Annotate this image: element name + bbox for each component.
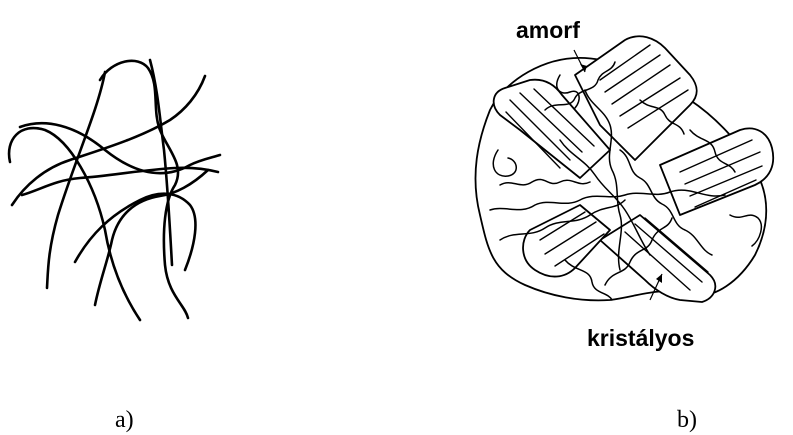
chain-4 xyxy=(20,123,220,173)
label-amorphous: amorf xyxy=(516,17,580,43)
chain-1 xyxy=(47,72,105,288)
panel-a-amorphous-chains xyxy=(9,60,220,320)
chain-8 xyxy=(95,170,208,305)
chain-9 xyxy=(150,60,172,265)
label-panel-b: b) xyxy=(677,407,697,433)
label-panel-a: a) xyxy=(115,407,134,433)
chain-5 xyxy=(9,128,140,320)
label-crystalline: kristályos xyxy=(587,325,694,351)
panel-b-spherulite xyxy=(475,36,773,302)
chain-6 xyxy=(22,168,218,195)
chain-2 xyxy=(100,61,188,318)
